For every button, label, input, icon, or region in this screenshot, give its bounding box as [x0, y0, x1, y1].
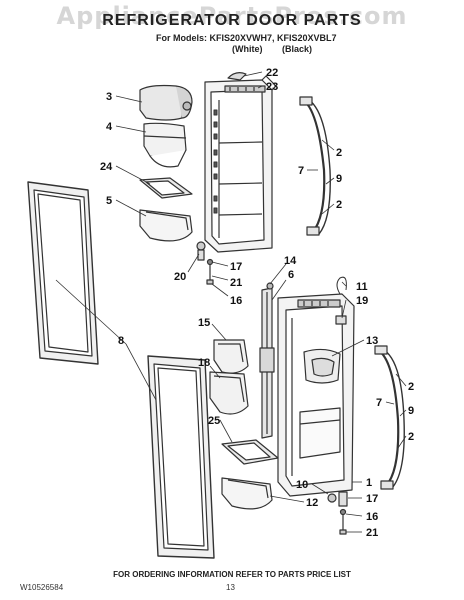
- callout-14: 14: [284, 255, 297, 267]
- lower-door-bin-upper: [213, 339, 249, 374]
- lower-door-handle: [374, 345, 405, 490]
- diagram-title: REFRIGERATOR DOOR PARTS: [102, 12, 362, 29]
- callout-24: 24: [100, 161, 113, 173]
- page-number: 13: [226, 583, 235, 592]
- callout-8: 8: [118, 335, 124, 347]
- upper-door-liner: [204, 75, 277, 253]
- callout-labels: 22 23 3 4 2 7 9 2 24 5 8 20 17 21 16 14 …: [100, 67, 414, 539]
- callout-4: 4: [106, 121, 113, 133]
- upper-door-handle: [299, 96, 331, 236]
- upper-hinge-hardware: [196, 241, 214, 285]
- callout-7-lower: 7: [376, 397, 382, 409]
- document-id: W10526584: [20, 583, 64, 592]
- variant-black: (Black): [282, 44, 313, 54]
- callout-10: 10: [296, 479, 308, 491]
- callout-2-upper-a: 2: [336, 147, 342, 159]
- callout-19: 19: [356, 295, 368, 307]
- upper-liner-vents: [213, 109, 218, 214]
- lower-door-bin-middle: [209, 371, 249, 415]
- lower-door-liner: [277, 293, 355, 497]
- callout-25: 25: [208, 415, 220, 427]
- ordering-note: FOR ORDERING INFORMATION REFER TO PARTS …: [113, 570, 351, 579]
- callout-13: 13: [366, 335, 378, 347]
- callout-2-lower-b: 2: [408, 431, 414, 443]
- lower-hinge-hardware: [327, 491, 348, 535]
- upper-door-bin-small: [139, 209, 193, 242]
- watermark: AppliancePartsPros.com: [56, 2, 408, 30]
- callout-3: 3: [106, 91, 112, 103]
- callout-9-upper: 9: [336, 173, 342, 185]
- upper-trim-cap: [224, 72, 266, 93]
- callout-16-upper: 16: [230, 295, 242, 307]
- callout-22: 22: [266, 67, 278, 79]
- lower-door-bin-bottom: [221, 477, 273, 510]
- callout-15: 15: [198, 317, 210, 329]
- callout-6: 6: [288, 269, 294, 281]
- models-line: For Models: KFIS20XVWH7, KFIS20XVBL7: [156, 33, 337, 43]
- callout-21-lower: 21: [366, 527, 378, 539]
- lower-shelf: [221, 439, 279, 465]
- callout-7-upper: 7: [298, 165, 304, 177]
- callout-2-upper-b: 2: [336, 199, 342, 211]
- callout-23: 23: [266, 81, 278, 93]
- callout-12: 12: [306, 497, 318, 509]
- wire-harness: [335, 276, 347, 325]
- callout-17-lower: 17: [366, 493, 378, 505]
- callout-5: 5: [106, 195, 112, 207]
- upper-shelf: [139, 177, 193, 199]
- variant-white: (White): [232, 44, 263, 54]
- callout-1: 1: [366, 477, 372, 489]
- upper-door-bin: [139, 84, 193, 168]
- door-gasket-lower: [147, 355, 215, 559]
- callout-21-upper: 21: [230, 277, 242, 289]
- callout-16-lower: 16: [366, 511, 378, 523]
- callout-2-lower-a: 2: [408, 381, 414, 393]
- callout-20: 20: [174, 271, 186, 283]
- callout-17-upper: 17: [230, 261, 242, 273]
- callout-18: 18: [198, 357, 210, 369]
- callout-11: 11: [356, 281, 368, 293]
- callout-9-lower: 9: [408, 405, 414, 417]
- leader-lines: [55, 71, 407, 533]
- mullion-strip: [259, 282, 275, 439]
- door-gasket-upper: [27, 181, 99, 365]
